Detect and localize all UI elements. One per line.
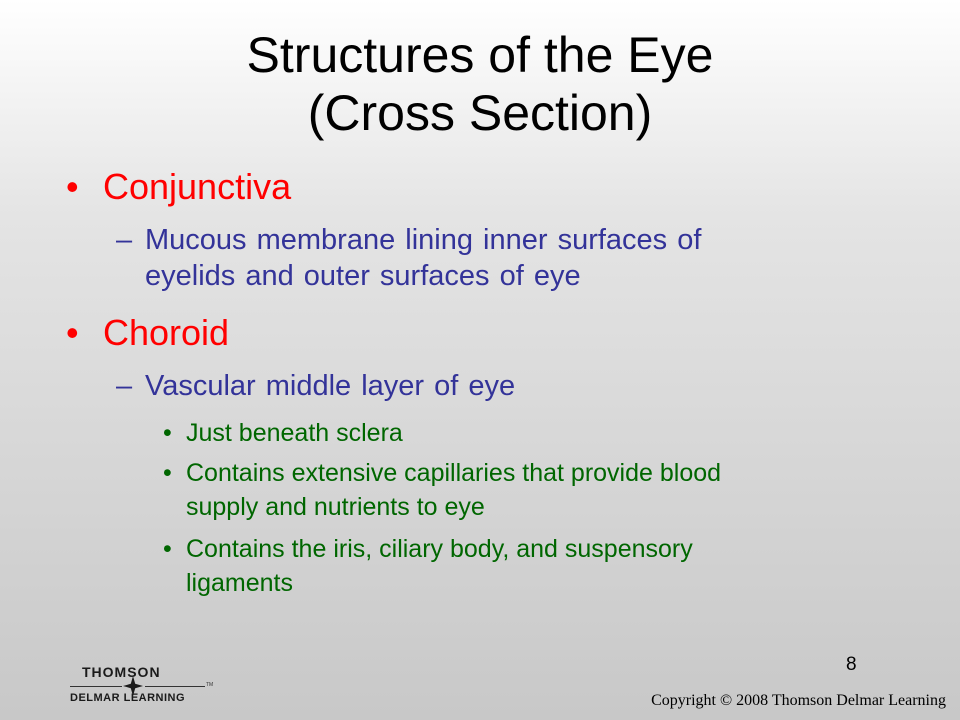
bullet-conjunctiva: • Conjunctiva xyxy=(66,166,291,208)
dot-marker: • xyxy=(163,419,172,447)
logo-trademark: TM xyxy=(206,682,214,688)
dot-marker: • xyxy=(163,459,172,487)
sub-bullet-line-2: eyelids and outer surfaces of eye xyxy=(145,260,581,292)
point-line-1: Just beneath sclera xyxy=(186,419,403,447)
point-line-2: ligaments xyxy=(186,569,293,597)
dash-marker: – xyxy=(116,224,133,256)
bullet-label: Conjunctiva xyxy=(103,166,292,207)
dot-marker: • xyxy=(163,535,172,563)
dash-marker: – xyxy=(116,370,133,402)
logo-wordmark-bottom: DELMAR LEARNING xyxy=(70,692,186,704)
copyright-notice: Copyright © 2008 Thomson Delmar Learning xyxy=(651,692,946,709)
publisher-logo: THOMSON TM DELMAR LEARNING xyxy=(68,660,218,710)
point-iris-ciliary: • Contains the iris, ciliary body, and s… xyxy=(163,532,883,600)
four-point-star-icon xyxy=(123,676,143,696)
sub-bullet-line-1: Mucous membrane lining inner surfaces of xyxy=(145,224,702,256)
logo-wordmark-top: THOMSON xyxy=(82,664,161,680)
bullet-label: Choroid xyxy=(103,312,230,353)
page-number: 8 xyxy=(846,654,857,675)
sub-bullet-line-1: Vascular middle layer of eye xyxy=(145,370,516,402)
point-line-1: Contains the iris, ciliary body, and sus… xyxy=(186,535,693,563)
slide-title-line-1: Structures of the Eye xyxy=(246,27,714,83)
bullet-choroid: • Choroid xyxy=(66,312,229,354)
point-just-beneath-sclera: • Just beneath sclera xyxy=(163,416,883,450)
slide-title-line-2: (Cross Section) xyxy=(307,85,653,141)
sub-bullet-conjunctiva-definition: – Mucous membrane lining inner surfaces … xyxy=(116,222,876,294)
sub-bullet-choroid-definition: – Vascular middle layer of eye xyxy=(116,368,876,404)
logo-rule-right xyxy=(145,686,205,687)
bullet-marker: • xyxy=(66,166,79,207)
slide-title: Structures of the Eye (Cross Section) xyxy=(0,26,960,142)
point-capillaries: • Contains extensive capillaries that pr… xyxy=(163,456,883,524)
point-line-1: Contains extensive capillaries that prov… xyxy=(186,459,722,487)
point-line-2: supply and nutrients to eye xyxy=(186,493,485,521)
bullet-marker: • xyxy=(66,312,79,353)
logo-rule-left xyxy=(70,686,122,687)
